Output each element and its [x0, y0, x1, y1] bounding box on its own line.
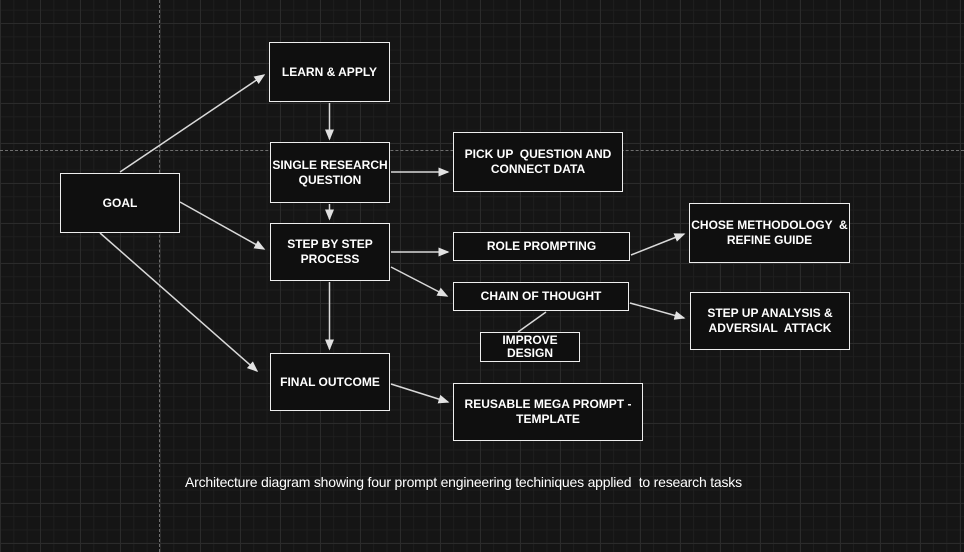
node-reusable-mega-prompt[interactable]: REUSABLE MEGA PROMPT - TEMPLATE: [453, 383, 643, 441]
node-learn-apply[interactable]: LEARN & APPLY: [269, 42, 390, 102]
edge-goal-to-final-outcome[interactable]: [99, 232, 259, 372]
edge-goal-to-learn-apply[interactable]: [119, 74, 266, 173]
node-step-up-analysis[interactable]: STEP UP ANALYSIS & ADVERSIAL ATTACK: [690, 292, 850, 350]
edge-goal-to-step-by-step[interactable]: [179, 201, 266, 250]
node-chose-methodology[interactable]: CHOSE METHODOLOGY & REFINE GUIDE: [689, 203, 850, 263]
node-role-prompting[interactable]: ROLE PROMPTING: [453, 232, 630, 261]
node-step-by-step-process[interactable]: STEP BY STEP PROCESS: [270, 223, 390, 281]
node-goal[interactable]: GOAL: [60, 173, 180, 233]
node-final-outcome[interactable]: FINAL OUTCOME: [270, 353, 390, 411]
edge-role-prompting-to-chose-methodology[interactable]: [630, 233, 686, 256]
node-pick-up-question[interactable]: PICK UP QUESTION AND CONNECT DATA: [453, 132, 623, 192]
edge-final-outcome-to-reusable-mega-prompt[interactable]: [390, 383, 450, 404]
diagram-caption[interactable]: Architecture diagram showing four prompt…: [185, 474, 742, 490]
edge-chain-of-thought-to-improve-design[interactable]: [517, 311, 547, 333]
node-single-research-question[interactable]: SINGLE RESEARCH QUESTION: [270, 142, 390, 203]
vertical-guide-line: [159, 0, 160, 552]
node-improve-design[interactable]: IMPROVE DESIGN: [480, 332, 580, 362]
edge-step-by-step-to-chain-of-thought[interactable]: [390, 266, 449, 297]
node-chain-of-thought[interactable]: CHAIN OF THOUGHT: [453, 282, 629, 311]
edge-chain-of-thought-to-step-up-analysis[interactable]: [629, 302, 686, 320]
